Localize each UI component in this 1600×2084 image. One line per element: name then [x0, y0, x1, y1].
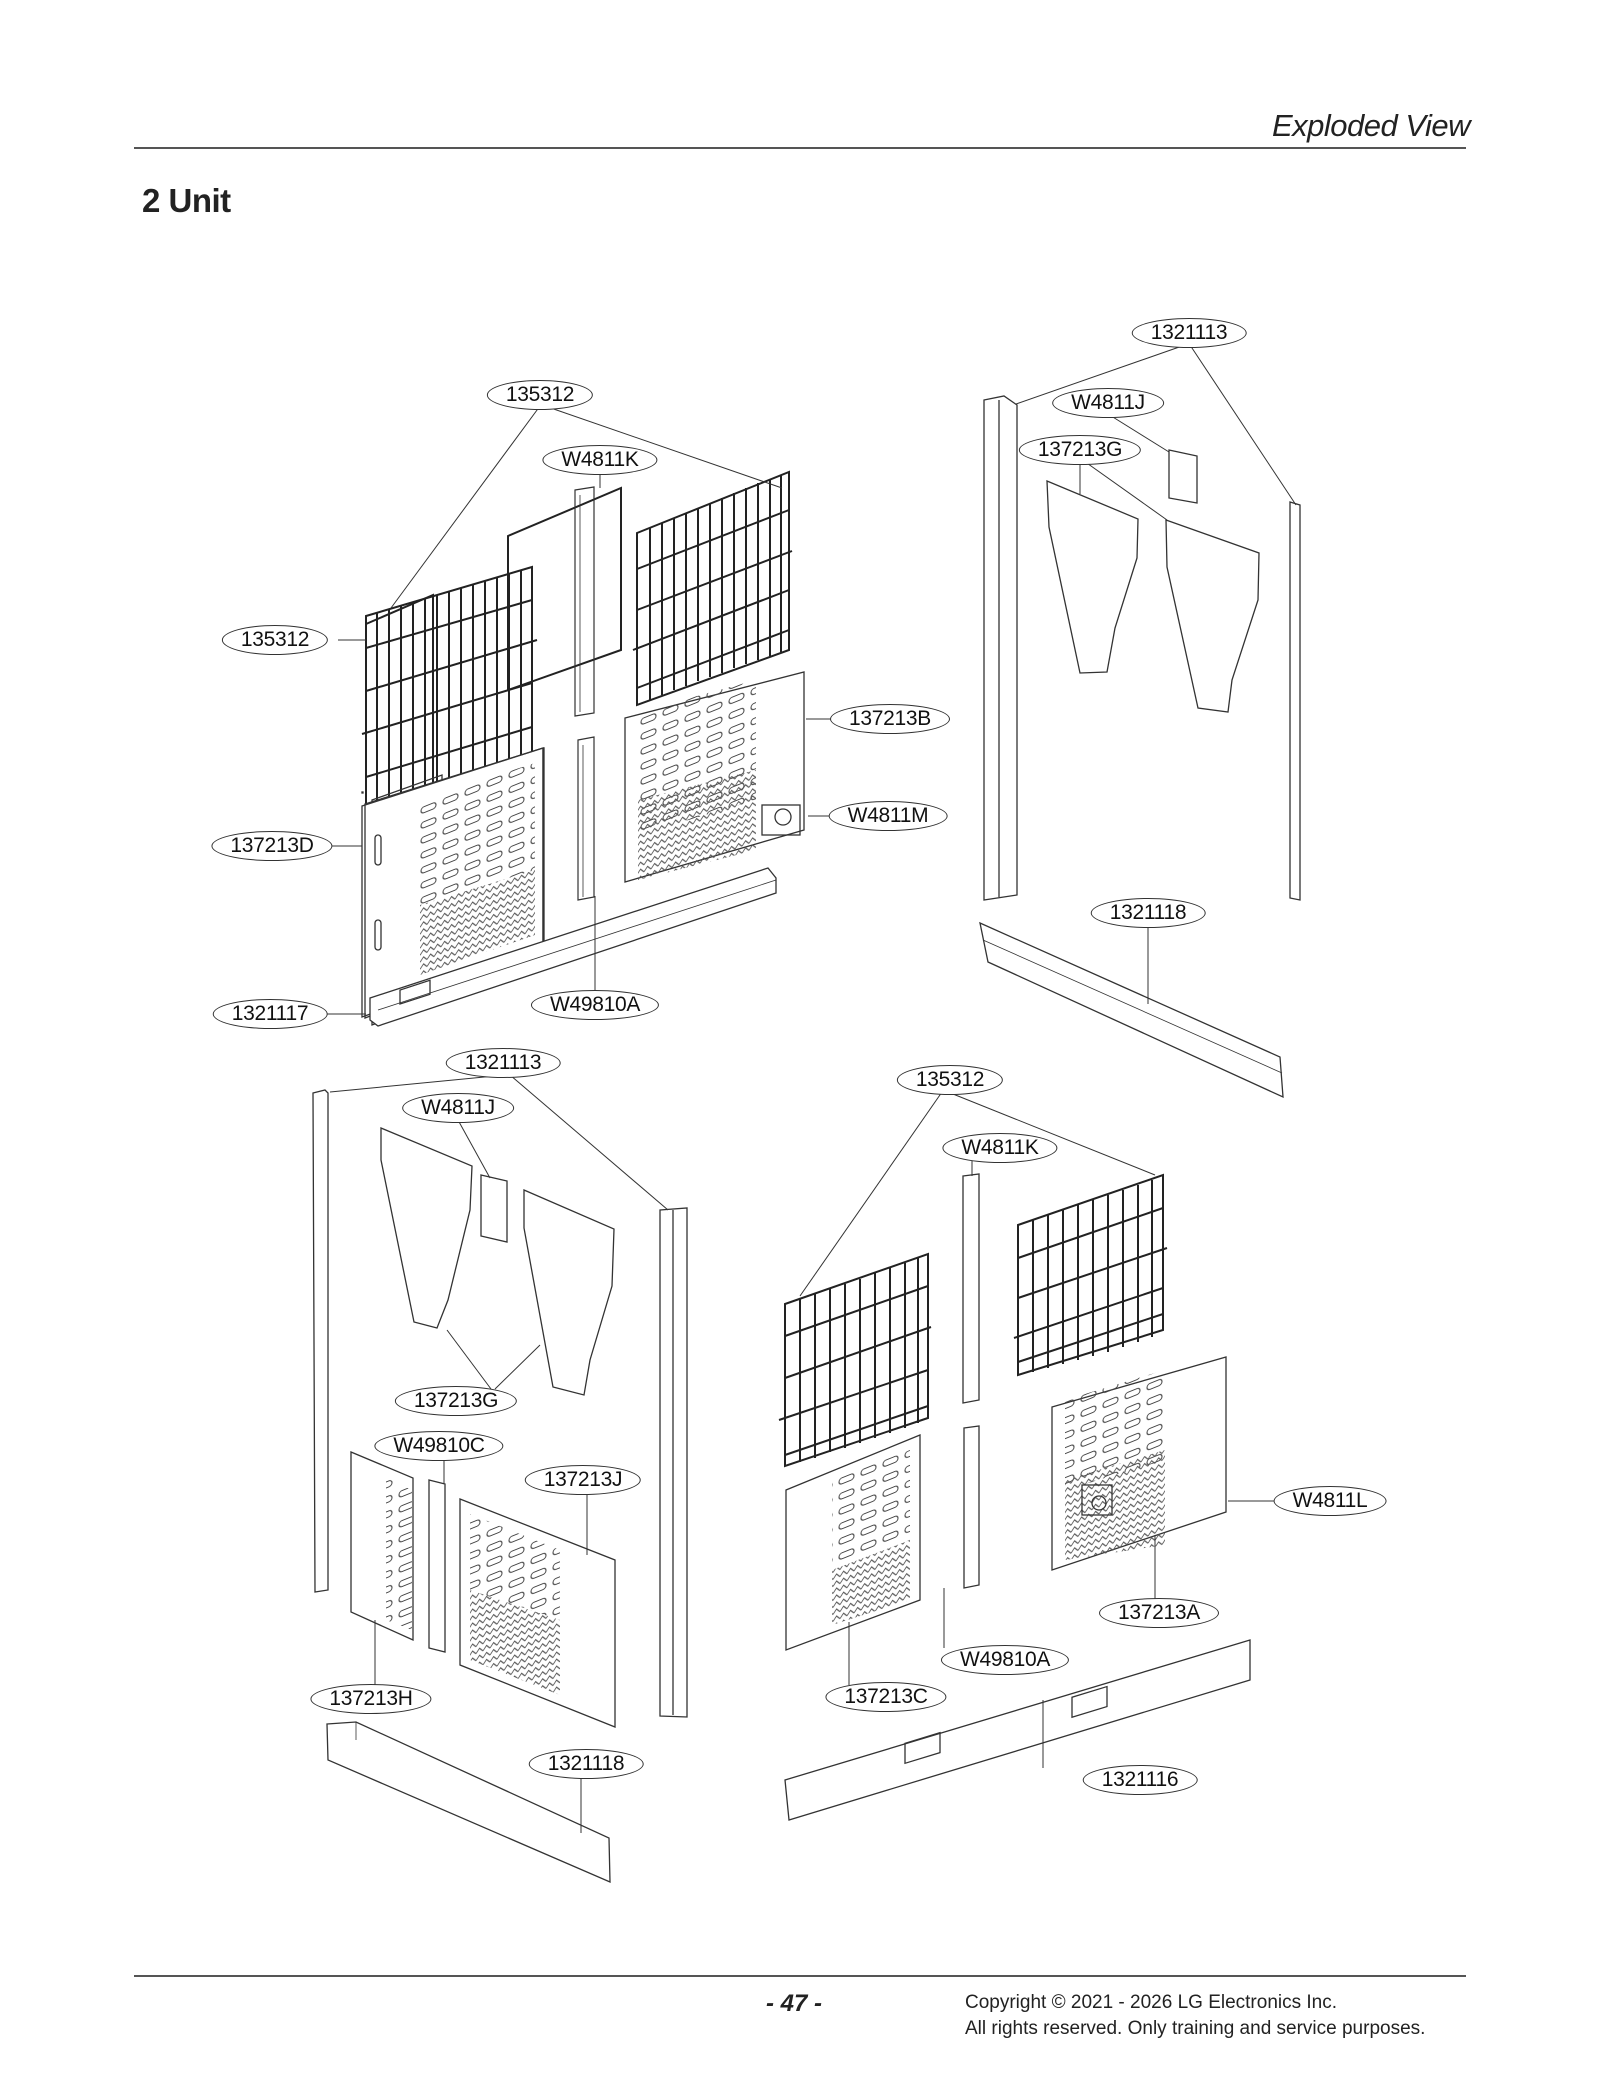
callout-W49810A: W49810A — [940, 1645, 1070, 1675]
callout-W49810C: W49810C — [374, 1431, 504, 1461]
callout-137213G: 137213G — [1018, 435, 1142, 465]
callout-1321118: 1321118 — [528, 1749, 644, 1779]
callout-137213C: 137213C — [825, 1682, 947, 1712]
callout-135312: 135312 — [896, 1065, 1004, 1095]
callout-135312: 135312 — [221, 625, 329, 655]
copyright-line-1: Copyright © 2021 - 2026 LG Electronics I… — [965, 1992, 1338, 2013]
callout-1321113: 1321113 — [445, 1048, 561, 1078]
callout-1321118: 1321118 — [1090, 898, 1206, 928]
callout-137213A: 137213A — [1099, 1598, 1219, 1628]
footer-rule — [134, 1975, 1466, 1977]
callout-W49810A: W49810A — [530, 990, 660, 1020]
callout-137213J: 137213J — [524, 1465, 642, 1495]
callout-W4811K: W4811K — [542, 445, 658, 475]
callout-137213H: 137213H — [310, 1684, 432, 1714]
callout-135312: 135312 — [486, 380, 594, 410]
callout-137213B: 137213B — [830, 704, 950, 734]
callout-1321113: 1321113 — [1131, 318, 1247, 348]
page-number: - 47 - — [766, 1990, 823, 2017]
header-rule — [134, 147, 1466, 149]
page-header-title: Exploded View — [1271, 108, 1471, 143]
callout-W4811M: W4811M — [828, 801, 948, 831]
callout-W4811J: W4811J — [1052, 388, 1164, 418]
copyright-notice: Copyright © 2021 - 2026 LG Electronics I… — [965, 1990, 1425, 2042]
callout-W4811K: W4811K — [942, 1133, 1058, 1163]
callout-1321116: 1321116 — [1082, 1765, 1198, 1795]
section-title: 2 Unit — [142, 182, 231, 219]
callout-137213D: 137213D — [211, 831, 333, 861]
callout-137213G: 137213G — [394, 1386, 518, 1416]
copyright-line-2: All rights reserved. Only training and s… — [965, 2018, 1426, 2039]
callout-1321117: 1321117 — [212, 999, 328, 1029]
callout-W4811J: W4811J — [402, 1093, 514, 1123]
callout-W4811L: W4811L — [1273, 1486, 1387, 1516]
